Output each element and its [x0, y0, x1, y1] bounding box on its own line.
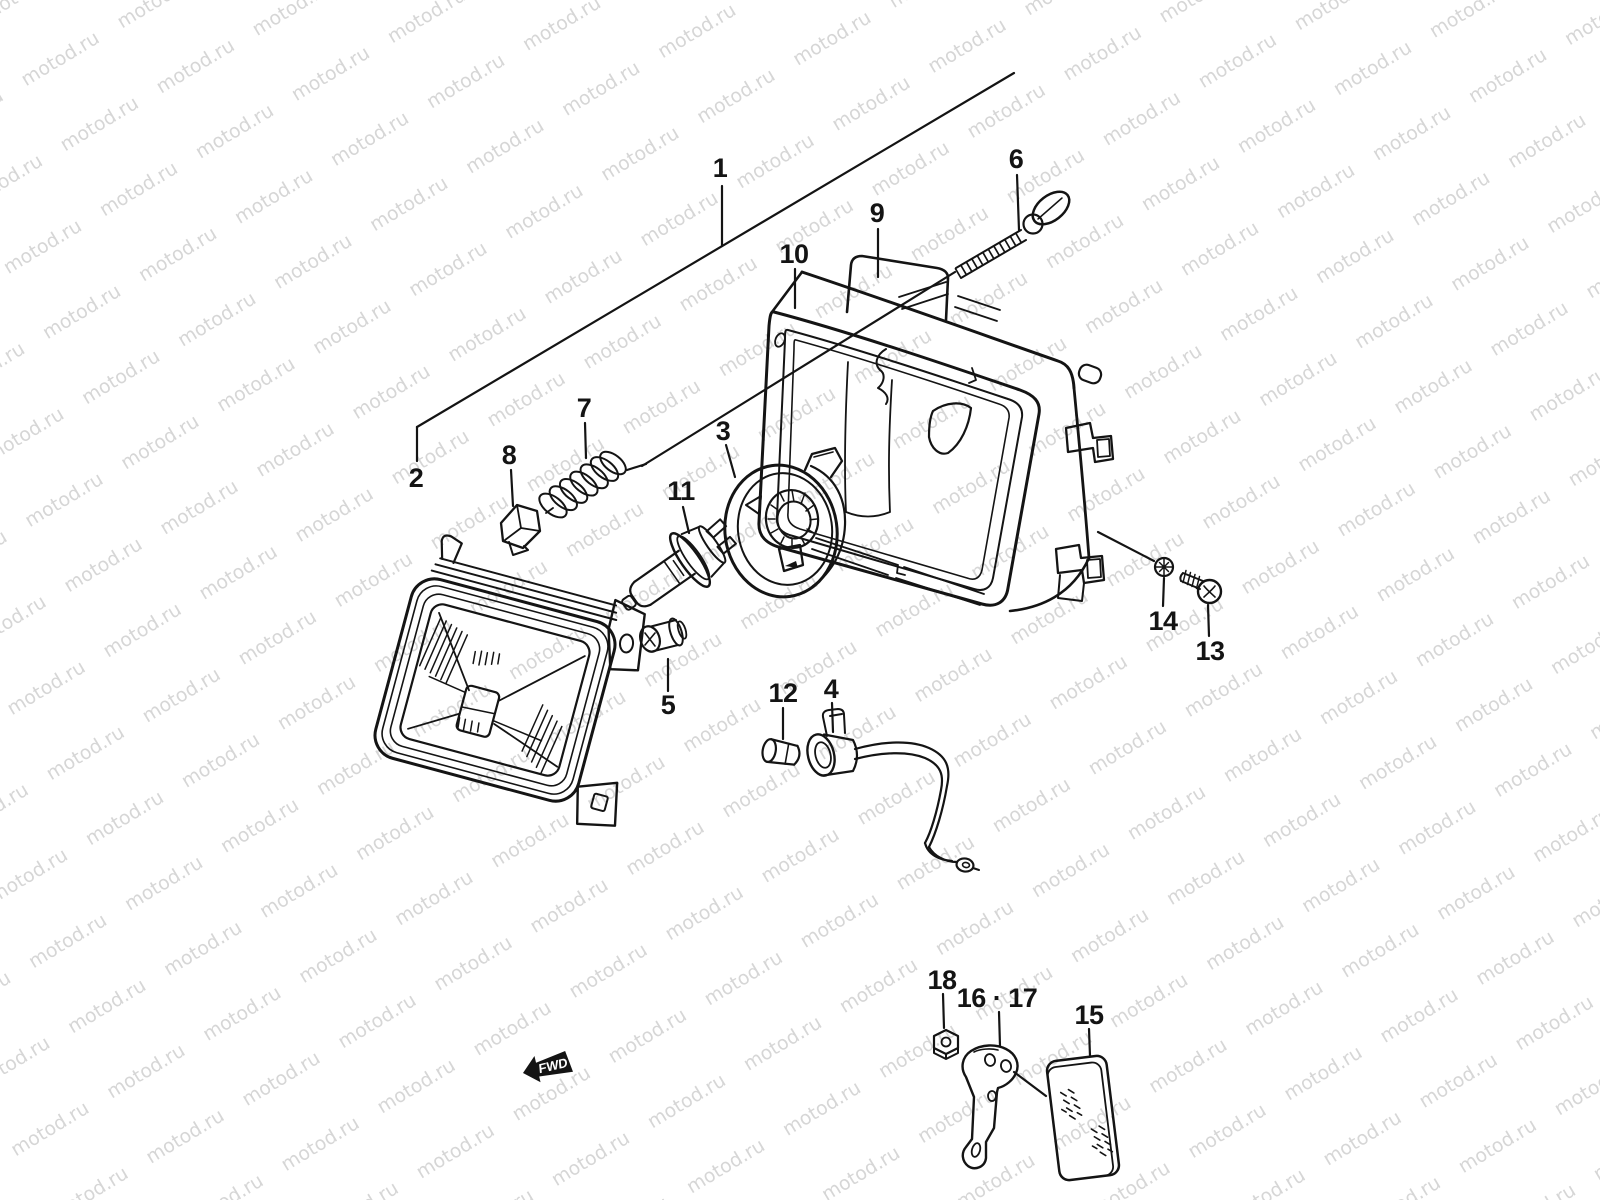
socket-4-with-wire — [806, 708, 980, 873]
adjuster-assembly-line — [640, 270, 957, 468]
callout-7-label: 7 — [577, 393, 592, 423]
reflector-15 — [1045, 1054, 1121, 1182]
adjusting-screw — [954, 190, 1071, 279]
main-assembly-bracket — [415, 71, 1016, 429]
spring-clip — [499, 503, 542, 556]
callout-16·17-leader — [997, 1010, 1002, 1048]
screw-13 — [1179, 569, 1223, 605]
callout-5-label: 5 — [661, 690, 676, 720]
adjuster-line-end-tick — [625, 462, 648, 472]
callout-4-label: 4 — [824, 674, 839, 704]
pivot-stub — [1077, 363, 1103, 385]
housing-upper-tab — [1064, 421, 1115, 464]
nut-14 — [1153, 556, 1175, 578]
bulb-12 — [761, 738, 801, 766]
lens-hatching-left — [418, 616, 469, 684]
callout-7-leader — [583, 421, 588, 460]
fwd-arrow-shape — [523, 1050, 573, 1083]
callout-6-leader — [1015, 173, 1021, 232]
reflector-texture-lower — [1090, 1125, 1114, 1157]
callout-16·17-label: 16 · 17 — [957, 983, 1038, 1013]
headlamp-housing — [770, 254, 1115, 613]
fwd-arrow-label: FWD — [538, 1055, 568, 1077]
callout-4-leader — [830, 701, 835, 734]
callout-15-label: 15 — [1074, 1000, 1104, 1030]
callout-1-label: 1 — [713, 153, 728, 183]
callout-9-label: 9 — [870, 198, 885, 228]
callout-2-label: 2 — [409, 463, 424, 493]
bulb-contact-tabs — [705, 518, 737, 555]
callout-8-label: 8 — [502, 440, 517, 470]
callout-14-label: 14 — [1148, 606, 1178, 636]
bracket-16-17 — [961, 1044, 1019, 1170]
callout-3-leader — [724, 443, 737, 479]
assembly-lines — [415, 71, 1156, 1098]
callout-18-leader — [941, 992, 946, 1030]
lens-hatching-right — [521, 704, 563, 774]
socket-5 — [639, 617, 688, 653]
callout-3-label: 3 — [716, 416, 731, 446]
callout-8-leader — [509, 468, 515, 508]
fwd-arrow: FWD — [523, 1050, 573, 1083]
callout-18-label: 18 — [927, 965, 957, 995]
callout-11-leader — [681, 505, 691, 535]
bulb-flange — [668, 532, 712, 588]
callout-12-label: 12 — [768, 678, 797, 708]
callout-11-label: 11 — [667, 476, 695, 506]
callout-13-label: 13 — [1195, 636, 1225, 666]
callout-15-leader — [1087, 1027, 1092, 1058]
screw-wing-head — [1031, 190, 1071, 226]
bracket-to-reflector-leader — [1012, 1070, 1048, 1098]
lens-bracket-tab-top — [607, 598, 646, 672]
wire — [853, 741, 950, 849]
screw-threads — [954, 232, 1022, 279]
housing-top-box — [845, 254, 950, 322]
callout-13-leader — [1206, 603, 1211, 638]
wire-terminal — [955, 857, 975, 873]
adjuster-spring — [538, 450, 627, 519]
lens-bracket-tab-bottom — [575, 781, 619, 827]
headlamp-bulb — [621, 518, 737, 611]
callout-14-leader — [1161, 576, 1166, 608]
nut-18 — [932, 1028, 960, 1060]
callout-10-label: 10 — [779, 239, 808, 269]
lens-unit — [373, 534, 646, 827]
ring-arrow-mark — [745, 495, 762, 515]
housing-to-nut-leader — [1096, 530, 1156, 563]
housing-lower-tab — [1054, 543, 1106, 585]
lens-mounting-rail — [430, 557, 618, 621]
reflector-texture-upper — [1059, 1088, 1083, 1120]
callout-6-label: 6 — [1009, 144, 1024, 174]
headlamp-gasket — [757, 310, 1041, 607]
retaining-ring — [723, 446, 847, 599]
